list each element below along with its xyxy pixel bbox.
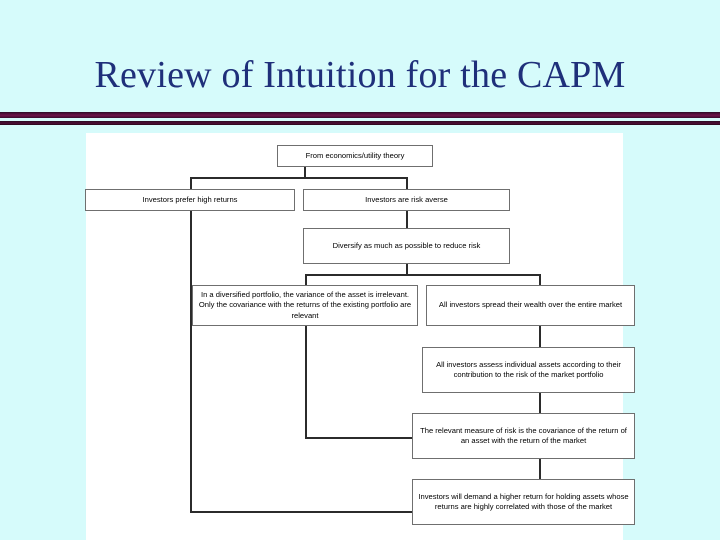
flow-node-variance-label: In a diversified portfolio, the variance… [198,289,412,320]
flow-node-diversify-label: Diversify as much as possible to reduce … [332,240,481,250]
connector-variance-down [305,325,307,439]
connector-spread-assess [539,325,541,348]
flow-node-risk-averse-label: Investors are risk averse [365,194,448,204]
flow-node-demand-label: Investors will demand a higher return fo… [418,491,629,512]
connector-to-spread-wealth [539,274,541,286]
connector-highreturns-demand [190,511,413,513]
flow-node-source[interactable]: From economics/utility theory [277,145,433,167]
flow-node-high-returns-label: Investors prefer high returns [142,194,238,204]
flow-node-spread-wealth[interactable]: All investors spread their wealth over t… [426,285,635,326]
connector-split-diversify [305,274,541,276]
flow-node-assess-label: All investors assess individual assets a… [436,359,621,380]
connector-riskaverse-diversify [406,210,408,229]
title-divider-thick [0,112,720,118]
page-title: Review of Intuition for the CAPM [94,54,626,96]
connector-split-top [190,177,408,179]
flowchart-canvas: From economics/utility theory Investors … [85,133,635,540]
connector-assess-measure [539,392,541,414]
connector-measure-demand [539,458,541,480]
flow-node-high-returns[interactable]: Investors prefer high returns [85,189,295,211]
flow-node-measure[interactable]: The relevant measure of risk is the cova… [412,413,635,459]
connector-diversify-down [406,263,408,275]
flow-node-risk-averse[interactable]: Investors are risk averse [303,189,510,211]
connector-variance-measure [305,437,413,439]
flow-node-assess[interactable]: All investors assess individual assets a… [422,347,635,393]
flow-node-variance[interactable]: In a diversified portfolio, the variance… [192,285,418,326]
flow-node-measure-label: The relevant measure of risk is the cova… [420,425,627,446]
flow-node-demand[interactable]: Investors will demand a higher return fo… [412,479,635,525]
flow-node-source-label: From economics/utility theory [305,150,405,160]
connector-to-risk-averse [406,177,408,190]
flow-node-diversify[interactable]: Diversify as much as possible to reduce … [303,228,510,264]
title-divider-thin [0,121,720,125]
connector-source-down [304,166,306,178]
flow-node-spread-wealth-label: All investors spread their wealth over t… [438,300,623,310]
connector-highreturns-down [190,210,192,513]
connector-to-variance [305,274,307,286]
connector-to-high-returns [190,177,192,190]
